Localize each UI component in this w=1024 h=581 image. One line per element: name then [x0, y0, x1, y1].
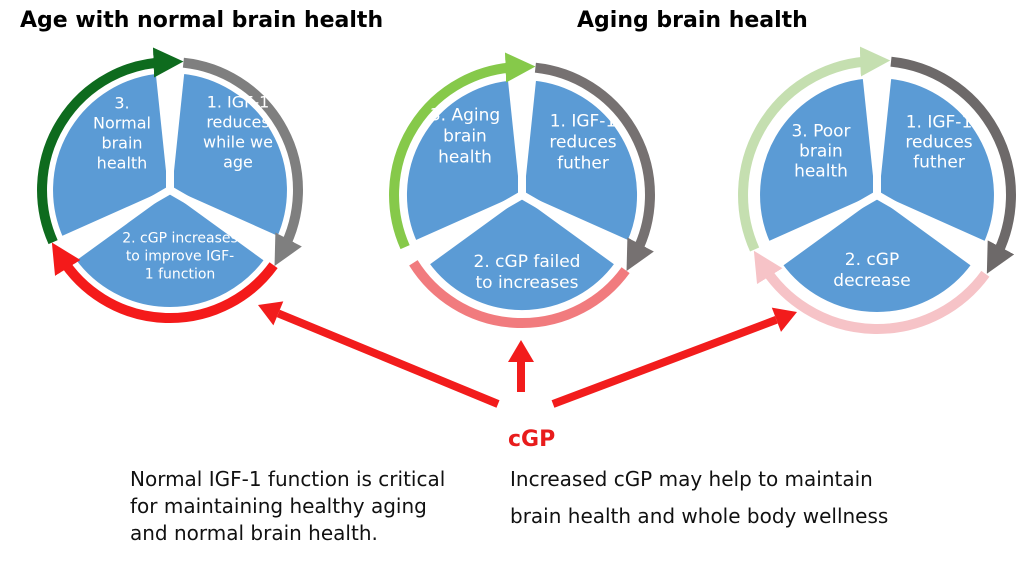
sector-1-label: while we: [203, 132, 273, 151]
sector-1-label: 1. IGF-1: [207, 92, 270, 111]
cgp-label: cGP: [508, 427, 556, 452]
sector-2-label: 2. cGP: [845, 250, 899, 270]
sector-2-label: 2. cGP increases: [122, 231, 238, 247]
sector-2: [424, 192, 620, 315]
right-title: Aging brain health: [577, 8, 808, 33]
sector-3-label: 3.: [114, 93, 129, 112]
sector-divider: [768, 191, 880, 260]
cycle-arc-red: [753, 250, 990, 334]
cycle-arc-red: [51, 242, 278, 324]
sector-2-label: 1 function: [145, 267, 216, 283]
sector-1-label: futher: [557, 154, 609, 174]
sector-3-label: brain: [799, 142, 843, 162]
sector-divider: [520, 191, 629, 259]
sector-divider: [415, 191, 524, 259]
sector-1-label: age: [223, 152, 253, 171]
sector-2: [70, 187, 270, 311]
cgp-pointer-arrow: [276, 309, 500, 408]
sector-2: [777, 192, 977, 316]
sector-3-label: brain: [101, 133, 142, 152]
sector-3: [403, 76, 525, 246]
cycle-arc-gray: [534, 62, 655, 272]
cycle-arc-red: [409, 260, 630, 329]
sector-1-label: reduces: [549, 133, 616, 153]
left-paragraph: Normal IGF-1 function is critical for ma…: [130, 467, 446, 545]
sector-3-label: 3. Poor: [791, 122, 850, 142]
sector-1-label: 1. IGF-1: [550, 112, 617, 132]
sector-2-label: to improve IGF-: [126, 249, 234, 265]
sector-3-label: brain: [443, 127, 487, 147]
sector-3-label: Normal: [93, 113, 151, 132]
sector-1-label: reduces: [206, 112, 269, 131]
cycle-arc-gray: [182, 57, 303, 267]
sector-1: [519, 76, 641, 246]
sector-3: [756, 74, 880, 247]
sector-divider: [167, 186, 279, 255]
right-paragraph: Increased cGP may help to maintain brain…: [510, 467, 889, 528]
sector-1-label: 1. IGF-1: [906, 113, 973, 133]
cycle-arc-green: [738, 46, 891, 252]
sector-2-label: 2. cGP failed: [474, 252, 581, 272]
cgp-pointer-arrowhead: [258, 301, 284, 326]
sector-1-label: futher: [913, 153, 965, 173]
sector-1: [167, 69, 291, 242]
sector-3-label: health: [97, 153, 148, 172]
sector-1: [874, 74, 998, 247]
sector-3-label: health: [794, 162, 848, 182]
sector-2-label: to increases: [476, 273, 579, 293]
cycle-arc-green: [389, 52, 536, 250]
sector-3: [49, 69, 173, 242]
sector-divider: [874, 191, 986, 260]
left-title: Age with normal brain health: [20, 8, 384, 33]
sector-divider: [61, 186, 173, 255]
cgp-pointer-arrow: [551, 316, 778, 408]
sector-3-label: 3. Aging: [430, 106, 500, 126]
cycle-arc-gray: [890, 56, 1016, 274]
cgp-pointer-arrowhead: [508, 340, 534, 362]
sector-2-label: decrease: [833, 271, 910, 291]
sector-1-label: reduces: [905, 133, 972, 153]
sector-3-label: health: [438, 148, 492, 168]
cgp-pointer-arrowhead: [771, 307, 797, 332]
cycle-arc-green: [37, 47, 184, 245]
